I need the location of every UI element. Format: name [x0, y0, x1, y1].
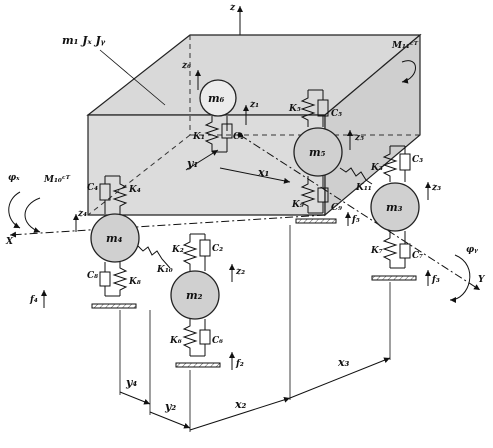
x3-label: x₃	[337, 356, 350, 369]
moment-m11-label: M₁₁ᶜᵀ	[391, 41, 419, 51]
mass-m4-label: m₄	[106, 232, 123, 245]
spring-k6	[182, 319, 198, 356]
c5-label: C₅	[331, 109, 342, 119]
k10-label: K₁₀	[156, 265, 173, 275]
y1-dimension	[185, 149, 219, 171]
damper-c2	[199, 239, 211, 257]
k7-label: K₇	[370, 246, 383, 256]
road-input-f3	[371, 275, 417, 281]
spring-k4	[112, 176, 128, 214]
f3-label: f₃	[431, 275, 440, 285]
k1-label: K₁	[192, 132, 205, 142]
c8-label: C₈	[87, 271, 98, 281]
k8-left-label: K₈	[128, 277, 141, 287]
spring-k3	[382, 146, 398, 182]
x2-label: x₂	[234, 398, 247, 411]
phi-y-label: φᵧ	[466, 245, 478, 255]
x1-dimension	[219, 167, 291, 184]
f2-label: f₂	[235, 359, 244, 369]
spring-k7	[382, 231, 398, 268]
k6-label: K₆	[169, 336, 182, 346]
moment-m10-arrow	[24, 197, 41, 233]
z3-label: z₃	[431, 183, 441, 193]
phi-x-arrow	[8, 191, 21, 229]
x3-dim-line	[289, 357, 391, 399]
body-mass-label: m₁ Jₓ Jᵧ	[62, 34, 106, 47]
c2-label: C₂	[212, 244, 223, 254]
mass-m2-label: m₂	[186, 289, 203, 302]
x1-label: x₁	[257, 166, 269, 179]
c6-label: C₆	[212, 336, 223, 346]
moment-m11-arrow	[401, 60, 416, 84]
spring-k1	[204, 116, 220, 152]
spring-k10	[137, 245, 171, 269]
rigid-body-box	[86, 33, 422, 217]
c1-label: C₁	[233, 132, 244, 142]
y1-label: y₁	[186, 157, 198, 170]
y2-dim-line	[149, 411, 191, 429]
x-axis-label: X	[5, 237, 14, 247]
y-axis-label: Y	[478, 275, 486, 285]
moment-m10-label: M₁₀ᶜᵀ	[43, 175, 71, 185]
road-input-f2	[175, 362, 221, 368]
damper-c6	[199, 329, 211, 345]
mass-m2	[170, 270, 220, 320]
bottom-dimensions	[119, 225, 391, 432]
mass-m3	[370, 182, 420, 232]
mass-m5-label: m₅	[309, 146, 326, 159]
y2-label: y₂	[164, 400, 176, 413]
road-input-f5	[295, 218, 337, 224]
c3-label: C₃	[412, 155, 423, 165]
x-axis	[9, 214, 326, 238]
z2-label: z₂	[235, 267, 245, 277]
spring-k8-left	[112, 262, 128, 296]
damper-c3	[399, 153, 411, 171]
y4-dim-line	[119, 391, 151, 405]
spring-k2	[182, 234, 198, 271]
f4-label: f₄	[29, 295, 38, 305]
phi-y-arrow	[449, 254, 471, 303]
mass-m6-label: m₆	[208, 92, 225, 105]
k5-label: K₅	[288, 104, 301, 114]
k3-label: K₃	[370, 163, 383, 173]
c4-label: C₄	[87, 183, 98, 193]
body-label-leader	[99, 49, 166, 106]
k4-label: K₄	[128, 185, 141, 195]
spring-k8-right	[300, 176, 316, 213]
mass-m5	[293, 127, 343, 177]
phi-x-label: φₓ	[8, 173, 20, 183]
k11-label: K₁₁	[355, 183, 372, 193]
c7-label: C₇	[412, 251, 423, 261]
f5-label: f₅	[351, 215, 360, 225]
mass-m4	[90, 213, 140, 263]
spring-k5	[300, 90, 316, 127]
k2-label: K₂	[171, 245, 184, 255]
k8-right-label: K₉	[291, 200, 304, 210]
z5-label: z₅	[354, 133, 364, 143]
damper-c7	[399, 243, 411, 259]
spring-k11	[339, 167, 373, 185]
z6-label: z₆	[181, 61, 191, 71]
damper-c8	[99, 271, 111, 287]
mass-m3-label: m₃	[386, 201, 403, 214]
road-input-f4	[91, 303, 137, 309]
z-axis-label: z	[229, 3, 236, 13]
y4-label: y₄	[125, 376, 137, 389]
x2-dim-line	[189, 396, 291, 431]
center-of-mass-point	[237, 132, 243, 138]
c9-label: C₉	[331, 203, 342, 213]
z1-label: z₁	[249, 100, 259, 110]
z4-label: z₄	[77, 209, 87, 219]
mass-m6	[199, 79, 237, 117]
